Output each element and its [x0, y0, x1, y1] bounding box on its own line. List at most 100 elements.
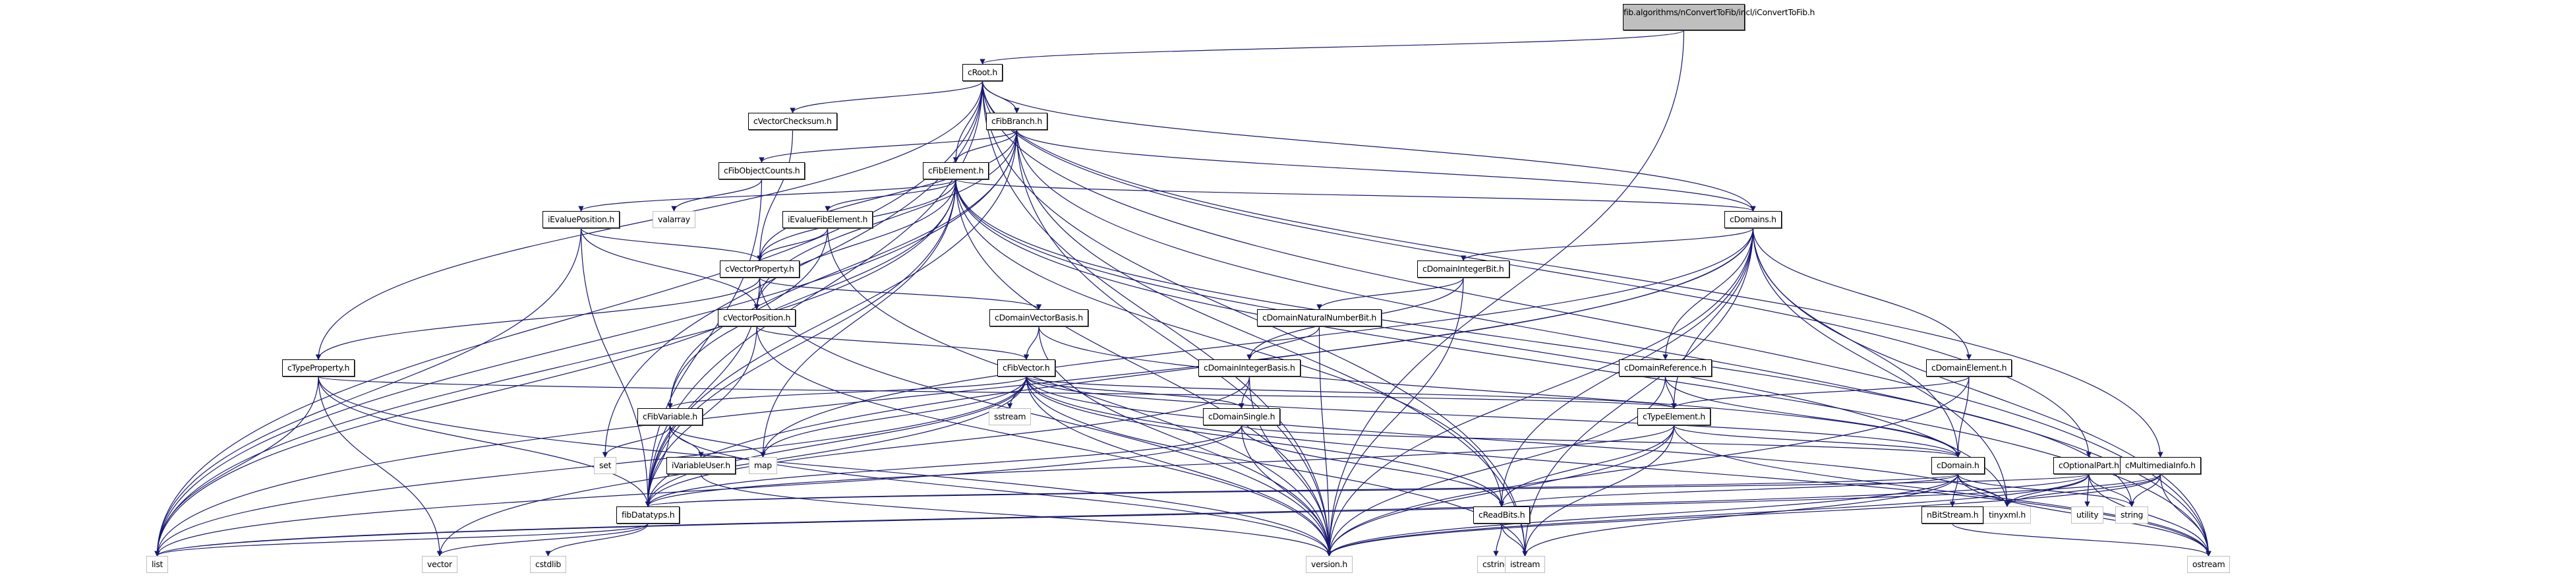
node-iEvaluePosition[interactable]: iEvaluePosition.h [542, 211, 620, 228]
node-cOptionalPart[interactable]: cOptionalPart.h [2053, 457, 2124, 474]
edge-cFibVector-to-cReadBits [1026, 376, 1505, 507]
edge-root-to-cRoot [980, 30, 1685, 65]
edge-cFibBranch-to-cDomains [1016, 129, 1756, 212]
node-map[interactable]: map [749, 457, 777, 474]
edge-cFibVariable-to-fibDatatyps [645, 425, 671, 507]
edge-cFibBranch-to-fibDatatyps [645, 129, 1018, 507]
node-vector[interactable]: vector [422, 556, 457, 573]
edge-cTypeElement-to-fibDatatyps [645, 425, 1675, 507]
edge-cDomains-to-cDomainReference [1662, 228, 1754, 360]
edge-cDomains-to-istream [1522, 228, 1754, 557]
edge-cDomainSingle-to-cDomain [1241, 425, 1961, 458]
node-cDomain[interactable]: cDomain.h [1931, 457, 1985, 474]
edge-cDomains-to-tinyxml [1752, 228, 2010, 507]
edge-cTypeProperty-to-cTypeElement [318, 376, 1677, 409]
edge-cOptionalPart-to-list [154, 473, 2090, 557]
edge-cDomainReference-to-cDomain [1664, 376, 1961, 458]
edge-cFibBranch-to-cFibElement [952, 129, 1018, 163]
edge-cFibVector-to-version [1026, 376, 1332, 557]
node-fibDatatyps[interactable]: fibDatatyps.h [616, 506, 680, 524]
edge-cRoot-to-cMultimediaInfo [981, 80, 2163, 458]
edge-cReadBits-to-cstring [1493, 523, 1502, 557]
edge-cOptionalPart-to-fibDatatyps [645, 473, 2090, 507]
edge-cFibElement-to-cVectorPosition [753, 179, 956, 310]
edge-cFibBranch-to-cFibVariable [667, 129, 1018, 409]
node-cVectorProperty[interactable]: cVectorProperty.h [720, 260, 800, 278]
edge-fibDatatyps-to-cstdlib [545, 523, 649, 557]
edge-cFibElement-to-map [760, 179, 956, 458]
edge-cFibElement-to-version [955, 179, 1332, 557]
node-sstream[interactable]: sstream [989, 408, 1032, 425]
node-set[interactable]: set [594, 457, 617, 474]
node-tinyxml[interactable]: tinyxml.h [1983, 506, 2031, 524]
edge-cFibObjectCounts-to-valarray [671, 179, 763, 212]
edge-cFibBranch-to-cVectorProperty [757, 129, 1018, 261]
edge-cFibElement-to-cDomains [955, 179, 1756, 212]
edge-cRoot-to-version [981, 80, 1332, 557]
edge-cFibElement-to-string [955, 179, 2135, 507]
node-cRoot[interactable]: cRoot.h [962, 64, 1003, 81]
edge-cDomains-to-cTypeElement [1671, 228, 1754, 409]
edge-cTypeElement-to-version [1326, 425, 1675, 557]
edge-fibDatatyps-to-list [154, 523, 649, 557]
node-cDomainIntegerBit[interactable]: cDomainIntegerBit.h [1417, 260, 1509, 278]
node-cDomainElement[interactable]: cDomainElement.h [1926, 359, 2012, 377]
node-cDomainIntegerBasis[interactable]: cDomainIntegerBasis.h [1198, 359, 1301, 377]
node-cFibVector[interactable]: cFibVector.h [997, 359, 1055, 377]
node-cReadBits[interactable]: cReadBits.h [1473, 506, 1531, 524]
node-cFibObjectCounts[interactable]: cFibObjectCounts.h [718, 162, 805, 179]
node-utility[interactable]: utility [2071, 506, 2104, 524]
node-root[interactable]: fib.algorithms/nConvertToFib/incl/iConve… [1623, 4, 1815, 30]
node-cDomainNaturalNumberBit[interactable]: cDomainNaturalNumberBit.h [1257, 309, 1382, 326]
edge-cDomainVectorBasis-to-version [1038, 326, 1332, 557]
edge-cVectorProperty-to-cTypeProperty [315, 277, 761, 360]
node-istream[interactable]: istream [1505, 556, 1546, 573]
edge-cDomainElement-to-cDomain [1955, 376, 1970, 458]
node-string[interactable]: string [2115, 506, 2149, 524]
edge-cFibBranch-to-version [1016, 129, 1332, 557]
node-cTypeProperty[interactable]: cTypeProperty.h [282, 359, 355, 377]
node-list[interactable]: list [146, 556, 169, 573]
node-nBitStream[interactable]: nBitStream.h [1921, 506, 1984, 524]
edge-cFibObjectCounts-to-fibDatatyps [645, 179, 763, 507]
edge-cFibVector-to-fibDatatyps [645, 376, 1027, 507]
edge-cMultimediaInfo-to-tinyxml [2004, 473, 2161, 507]
edge-cFibVariable-to-map [669, 425, 766, 458]
node-valarray[interactable]: valarray [653, 211, 695, 228]
edge-iEvalueFibElement-to-list [154, 228, 829, 557]
edge-cTypeElement-to-cDomain [1673, 425, 1961, 458]
node-cTypeElement[interactable]: cTypeElement.h [1637, 408, 1711, 425]
node-cDomainSingle[interactable]: cDomainSingle.h [1203, 408, 1281, 425]
edge-cDomains-to-map [760, 228, 1754, 458]
node-cMultimediaInfo[interactable]: cMultimediaInfo.h [2120, 457, 2201, 474]
edge-cOptionalPart-to-ostream [2088, 473, 2211, 557]
node-cDomainReference[interactable]: cDomainReference.h [1619, 359, 1712, 377]
edge-cVectorProperty-to-version [759, 277, 1332, 557]
edge-cDomain-to-version [1326, 473, 1959, 557]
node-cFibElement[interactable]: cFibElement.h [923, 162, 989, 179]
edge-cFibBranch-to-list [154, 129, 1018, 557]
node-iEvalueFibElement[interactable]: iEvalueFibElement.h [782, 211, 873, 228]
node-cFibVariable[interactable]: cFibVariable.h [637, 408, 703, 425]
node-cFibBranch[interactable]: cFibBranch.h [986, 113, 1047, 130]
edge-cFibVector-to-cTypeElement [1026, 376, 1677, 409]
edge-cRoot-to-istream [981, 80, 1528, 557]
node-iVariableUser[interactable]: iVariableUser.h [666, 457, 736, 474]
node-ostream[interactable]: ostream [2187, 556, 2231, 573]
edge-cDomain-to-cReadBits [1499, 473, 1959, 507]
edge-cRoot-to-cDomains [981, 80, 1756, 212]
node-cVectorPosition[interactable]: cVectorPosition.h [718, 309, 796, 326]
node-cVectorChecksum[interactable]: cVectorChecksum.h [748, 113, 837, 130]
edge-cDomainVectorBasis-to-cFibVector [1023, 326, 1039, 360]
edge-iEvalueFibElement-to-cVectorProperty [757, 228, 829, 261]
edge-cOptionalPart-to-tinyxml [2004, 473, 2090, 507]
node-cDomains[interactable]: cDomains.h [1724, 211, 1782, 228]
edge-cFibElement-to-iEvalueFibElement [825, 179, 956, 212]
node-cstdlib[interactable]: cstdlib [530, 556, 567, 573]
node-cDomainVectorBasis[interactable]: cDomainVectorBasis.h [989, 309, 1088, 326]
node-version[interactable]: version.h [1306, 556, 1353, 573]
edge-cDomain-to-fibDatatyps [645, 473, 1959, 507]
edge-root-to-version [1326, 30, 1685, 557]
